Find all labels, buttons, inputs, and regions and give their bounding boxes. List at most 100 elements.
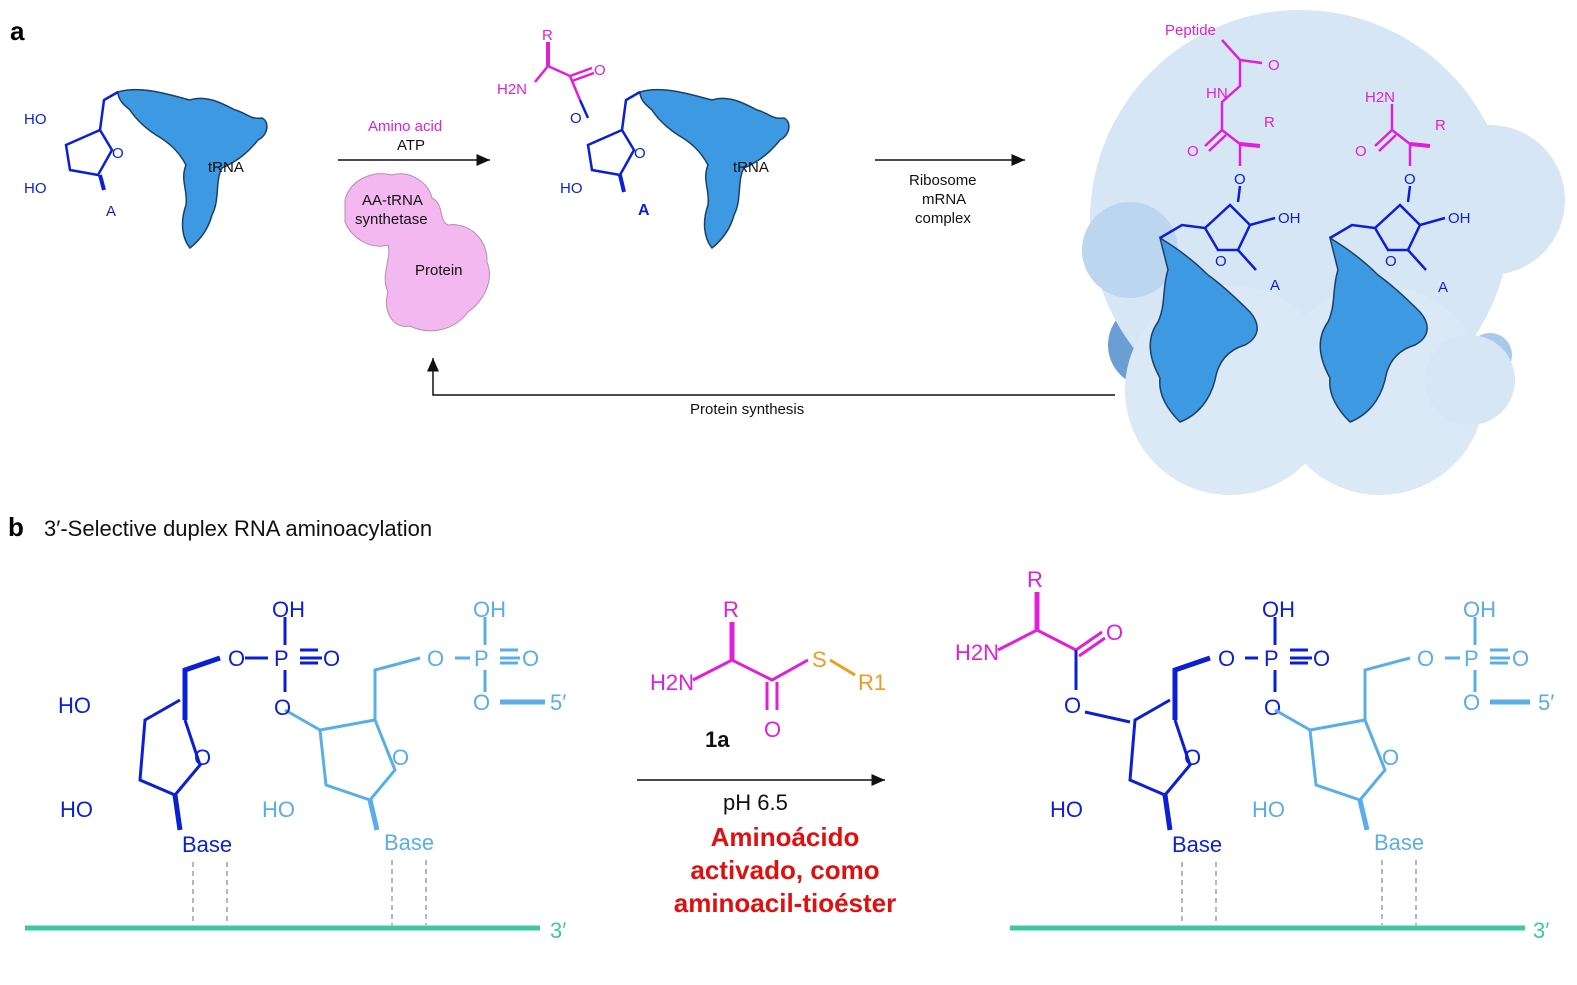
ribosome-trna-left-blob xyxy=(1149,236,1258,423)
right-three-prime: 3′ xyxy=(1533,918,1549,943)
left-trna-blob xyxy=(117,88,268,250)
left-oh2: OH xyxy=(473,597,506,622)
reagent-label: 1a xyxy=(705,727,730,752)
arrow1-atp: ATP xyxy=(397,137,425,154)
reagent-r1: R1 xyxy=(858,670,886,695)
right-r: R xyxy=(1027,567,1043,592)
left-ho2: HO xyxy=(262,797,295,822)
mid-trna-structure: tRNA R H2N O O O HO A xyxy=(497,27,790,250)
ribosome-trna-right-blob xyxy=(1319,236,1428,423)
arrow2-complex: complex xyxy=(915,210,971,227)
right-ring2: O xyxy=(1382,745,1399,770)
ribosome-oh-left: OH xyxy=(1278,210,1301,227)
ribosome-hn: HN xyxy=(1206,85,1228,102)
ribosome-ring-left: O xyxy=(1215,253,1227,270)
left-base-a: A xyxy=(106,203,116,220)
right-o-down1: O xyxy=(1264,695,1281,720)
left-ho-top: HO xyxy=(58,693,91,718)
left-o-down2: O xyxy=(473,690,490,715)
ribosome-left-lobe xyxy=(1082,202,1178,298)
left-oh1: OH xyxy=(272,597,305,622)
ribosome-carbonyl-right: O xyxy=(1355,143,1367,160)
left-ho-bottom: HO xyxy=(60,797,93,822)
synthetase-name-line1: AA-tRNA xyxy=(362,192,423,209)
reagent-s: S xyxy=(812,647,827,672)
synthetase-protein: AA-tRNA synthetase Protein xyxy=(344,173,490,332)
mid-carbonyl-o: O xyxy=(594,62,606,79)
mid-ring-o: O xyxy=(634,145,646,162)
arrow2-mrna: mRNA xyxy=(922,191,966,208)
panel-b-title: 3′-Selective duplex RNA aminoacylation xyxy=(44,516,432,541)
right-duplex: 3′ R H2N O O OH P O O O HO O Base xyxy=(955,567,1554,943)
left-p1: P xyxy=(274,646,289,671)
left-o-dbl1: O xyxy=(323,646,340,671)
arrow1-amino-acid: Amino acid xyxy=(368,118,442,135)
synthetase-protein-label: Protein xyxy=(415,262,463,279)
ribosome-ester-left: O xyxy=(1234,171,1246,188)
right-ester-o: O xyxy=(1064,693,1081,718)
ribosome-peptide-o: O xyxy=(1268,57,1280,74)
left-base2: Base xyxy=(384,830,434,855)
right-o-down2: O xyxy=(1463,690,1480,715)
ribosome-complex: Peptide O HN R O O OH O A H2N R O O OH O… xyxy=(1082,10,1565,495)
ribosome-base-left: A xyxy=(1270,277,1280,294)
synthetase-blob xyxy=(344,173,490,332)
right-o-dbl2: O xyxy=(1512,646,1529,671)
right-oh1: OH xyxy=(1262,597,1295,622)
ribosome-peptide: Peptide xyxy=(1165,22,1216,39)
left-duplex: 3′ OH P O O HO HO O Base OH P xyxy=(25,597,566,943)
ribosome-r-left: R xyxy=(1264,114,1275,131)
left-p2: P xyxy=(474,646,489,671)
left-ring2: O xyxy=(392,745,409,770)
left-ring1: O xyxy=(194,745,211,770)
left-o-dbl2: O xyxy=(522,646,539,671)
ribosome-right-lobe xyxy=(1415,125,1565,275)
ribosome-carbonyl-left: O xyxy=(1187,143,1199,160)
panel-a-letter: a xyxy=(10,16,25,46)
arrow2-ribosome: Ribosome xyxy=(909,172,977,189)
panel-b-letter: b xyxy=(8,512,24,542)
right-ring1: O xyxy=(1184,745,1201,770)
mid-trna-blob xyxy=(639,88,790,250)
thioester-reagent: R H2N S R1 O 1a xyxy=(650,597,886,752)
left-base1: Base xyxy=(182,832,232,857)
right-o-dbl1: O xyxy=(1313,646,1330,671)
right-p2: P xyxy=(1464,646,1479,671)
synthetase-name-line2: synthetase xyxy=(355,211,428,228)
right-five-prime: 5′ xyxy=(1538,690,1554,715)
reagent-o: O xyxy=(764,717,781,742)
ribosome-h2n-right: H2N xyxy=(1365,89,1395,106)
right-o-bridge1: O xyxy=(1218,646,1235,671)
annotation-line2: activado, como xyxy=(690,855,879,885)
protein-synthesis-label: Protein synthesis xyxy=(690,401,804,418)
left-hbonds xyxy=(192,860,427,925)
ribosome-base-right: A xyxy=(1438,279,1448,296)
right-carbonyl-o: O xyxy=(1106,620,1123,645)
right-base2: Base xyxy=(1374,830,1424,855)
right-ho1: HO xyxy=(1050,797,1083,822)
reagent-r: R xyxy=(723,597,739,622)
mid-ester-o: O xyxy=(570,110,582,127)
annotation-line1: Aminoácido xyxy=(711,822,860,852)
ribosome-ester-right: O xyxy=(1404,171,1416,188)
mid-trna-label: tRNA xyxy=(733,159,769,176)
mid-r: R xyxy=(542,27,553,44)
left-trna-label: tRNA xyxy=(208,159,244,176)
left-o-down1: O xyxy=(274,695,291,720)
right-ho2: HO xyxy=(1252,797,1285,822)
mid-h2n: H2N xyxy=(497,81,527,98)
ribosome-lower-far-right xyxy=(1425,335,1515,425)
right-oh2: OH xyxy=(1463,597,1496,622)
left-o-bridge1: O xyxy=(228,646,245,671)
right-p1: P xyxy=(1264,646,1279,671)
right-h2n: H2N xyxy=(955,640,999,665)
annotation-line3: aminoacil-tioéster xyxy=(674,888,897,918)
left-o-bridge2: O xyxy=(427,646,444,671)
left-trna-structure: tRNA HO HO O A xyxy=(24,88,268,250)
arrow-protein-synthesis xyxy=(427,358,1115,396)
left-ho-top: HO xyxy=(24,111,47,128)
left-ring-o: O xyxy=(112,145,124,162)
ribosome-ring-right: O xyxy=(1385,253,1397,270)
ribosome-r-right: R xyxy=(1435,117,1446,134)
